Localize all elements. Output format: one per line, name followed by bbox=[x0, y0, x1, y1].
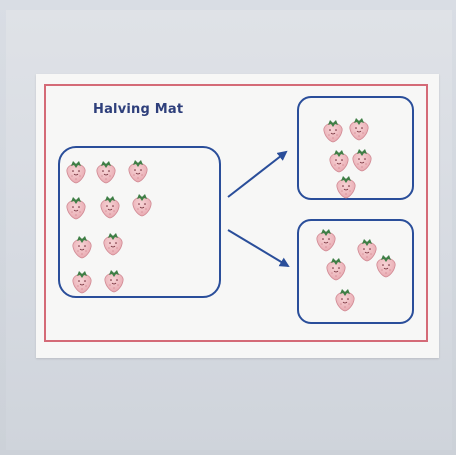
strawberry bbox=[94, 158, 118, 184]
strawberry bbox=[334, 173, 358, 199]
strawberry bbox=[130, 191, 154, 217]
strawberry bbox=[347, 115, 371, 141]
strawberry bbox=[314, 226, 338, 252]
top-half-box bbox=[297, 96, 414, 200]
strawberry bbox=[355, 236, 379, 262]
whole-set-box bbox=[58, 146, 221, 298]
arrow-down-right bbox=[227, 229, 290, 268]
strawberry bbox=[102, 267, 126, 293]
strawberry bbox=[64, 194, 88, 220]
strawberry bbox=[70, 268, 94, 294]
strawberry bbox=[98, 193, 122, 219]
mat-title: Halving Mat bbox=[93, 102, 184, 117]
strawberry bbox=[126, 157, 150, 183]
strawberry bbox=[333, 286, 357, 312]
strawberry bbox=[321, 117, 345, 143]
strawberry bbox=[64, 158, 88, 184]
strawberry bbox=[327, 147, 351, 173]
bottom-half-box bbox=[297, 219, 414, 324]
halving-mat-sheet bbox=[36, 74, 439, 358]
strawberry bbox=[101, 230, 125, 256]
arrow-up-right bbox=[227, 150, 288, 198]
red-border bbox=[44, 84, 428, 342]
strawberry bbox=[374, 252, 398, 278]
strawberry bbox=[324, 255, 348, 281]
strawberry bbox=[70, 233, 94, 259]
strawberry bbox=[350, 146, 374, 172]
